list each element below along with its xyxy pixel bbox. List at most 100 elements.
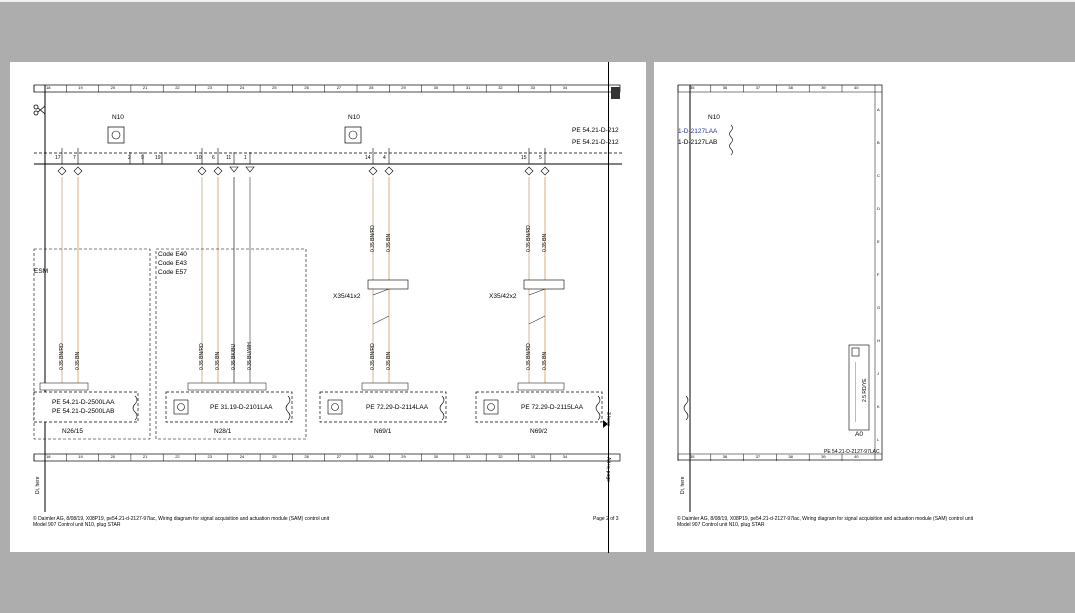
ref-lnk-2[interactable]: 1-D-2127LAB [678,139,718,146]
wire-label-lower: 0.35 BN [75,351,81,370]
column-label-bottom-27: 27 [336,454,342,459]
column-label-bottom-34: 34 [562,454,568,459]
block-n69-2-ref[interactable]: PE 72.29-D-2115LAA [521,404,584,411]
document-page-2: N10 N10 PE 54.21-D-212 PE 54.21-D-212 17… [10,62,646,552]
wire-label-upper: 0.35 BN [542,233,548,252]
column-label-top-30: 30 [433,85,439,90]
block-n26-ref-2[interactable]: PE 54.21-D-2500LAB [52,408,115,415]
column-label-top-21: 21 [142,85,148,90]
column-label-bottom-19: 19 [78,454,83,459]
column-label-bottom-26: 26 [304,454,309,459]
column-label-bottom-28: 28 [369,454,374,459]
pin-5: 5 [539,155,542,161]
column-label-top-37: 37 [755,85,761,90]
column-label-top-24: 24 [239,85,245,90]
column-label-bottom-40: 40 [854,454,859,459]
row-label-H: H [877,338,880,343]
pe-ref-top-2[interactable]: PE 54.21-D-212 [572,139,619,146]
pin-11: 11 [226,155,232,161]
connector-label-n10-left: N10 [112,114,124,121]
column-label-top-20: 20 [110,85,116,90]
pin-7: 7 [73,155,76,161]
row-label-K: K [877,404,880,409]
wire-label-lower: 0.35 BN/RD [370,343,376,370]
row-label-J: J [877,371,879,376]
column-label-top-32: 32 [498,85,503,90]
column-label-bottom-18: 18 [46,454,51,459]
column-label-top-22: 22 [175,85,180,90]
row-label-F: F [877,272,880,277]
block-n69-1-name: N69/1 [374,428,392,435]
ref-lnk-1[interactable]: 1-D-2127LAA [678,128,718,135]
wire-label-lower: 0.35 BN/RD [59,343,65,370]
column-label-top-26: 26 [304,85,309,90]
column-label-bottom-23: 23 [207,454,212,459]
column-label-bottom-38: 38 [788,454,793,459]
connector-diamond-icon [57,166,67,176]
row-label-G: G [877,305,881,310]
pin-10: 10 [196,155,202,161]
column-label-top-35: 35 [690,85,695,90]
column-label-top-31: 31 [465,85,471,90]
column-label-top-23: 23 [207,85,212,90]
pin-4: 4 [383,155,386,161]
column-label-bottom-29: 29 [401,454,406,459]
column-label-top-18: 18 [46,85,51,90]
doc-code: PE 54.21-D-2127-97LAC [824,449,880,455]
connector-triangle-icon [245,166,255,173]
viewer-top-edge [0,0,1075,2]
block-n69-1-ref[interactable]: PE 72.29-D-2114LAA [366,404,429,411]
connector-diamond-icon [368,166,378,176]
pin-2: 2 [128,155,131,161]
wiring-diagram-page-3 [677,84,883,512]
pe-ref-top-1[interactable]: PE 54.21-D-212 [572,127,619,134]
column-label-bottom-32: 32 [498,454,503,459]
row-label-B: B [877,140,880,145]
wire-label-upper: 0.35 BN/RD [526,225,532,252]
column-label-top-19: 19 [78,85,83,90]
column-label-top-25: 25 [272,85,277,90]
block-n69-2-name: N69/2 [530,428,548,435]
row-label-A: A [877,107,880,112]
document-page-3: N10 1-D-2127LAA 1-D-2127LAB 2.5 RD/YE A0… [654,62,1075,552]
column-label-top-39: 39 [821,85,826,90]
column-label-bottom-21: 21 [142,454,148,459]
code-e40: Code E40 [158,251,187,258]
pin-17: 17 [55,155,61,161]
wire-label-upper: 0.35 BN/RD [370,225,376,252]
connector-diamond-icon [524,166,534,176]
connector-diamond-icon [73,166,83,176]
wire-label-upper: 0.35 BN [386,233,392,252]
wire-label-lower: 0.35 BN [215,351,221,370]
column-label-bottom-31: 31 [465,454,471,459]
block-n26-ref-1[interactable]: PE 54.21-D-2500LAA [52,399,115,406]
row-label-D: D [877,206,880,211]
esm-label: ESM [34,268,49,275]
block-n28-ref[interactable]: PE 31.19-D-2101LAA [210,404,273,411]
legend-wire: 2.5 RD/YE [862,378,868,402]
page-split-line [608,62,609,553]
column-label-top-36: 36 [722,85,728,90]
connector-triangle-icon [229,166,239,173]
column-label-top-40: 40 [854,85,859,90]
column-label-bottom-35: 35 [690,454,695,459]
code-e43: Code E43 [158,260,187,267]
connector-label-n10: N10 [708,114,720,121]
wire-label-lower: 0.35 BN [386,351,392,370]
column-label-top-29: 29 [401,85,406,90]
column-label-top-33: 33 [530,85,535,90]
connector-label-n10-right: N10 [348,114,360,121]
footer-line-1: © Daimler AG, 8/08/19, X08P19, pe54.21-d… [33,516,330,522]
pin-1: 1 [244,155,247,161]
pin-14: 14 [365,155,371,161]
x35-41x2-label: X35/41x2 [333,293,361,300]
wire-label-lower: 0.35 BK/BU [231,343,237,370]
column-label-bottom-33: 33 [530,454,535,459]
block-n28-name: N28/1 [214,428,232,435]
column-label-bottom-20: 20 [110,454,116,459]
column-label-top-28: 28 [369,85,374,90]
connector-diamond-icon [213,166,223,176]
column-label-top-27: 27 [336,85,342,90]
footer-line-2-p3: Model 907 Control unit N10, plug STAR [677,522,765,528]
row-label-C: C [877,173,880,178]
